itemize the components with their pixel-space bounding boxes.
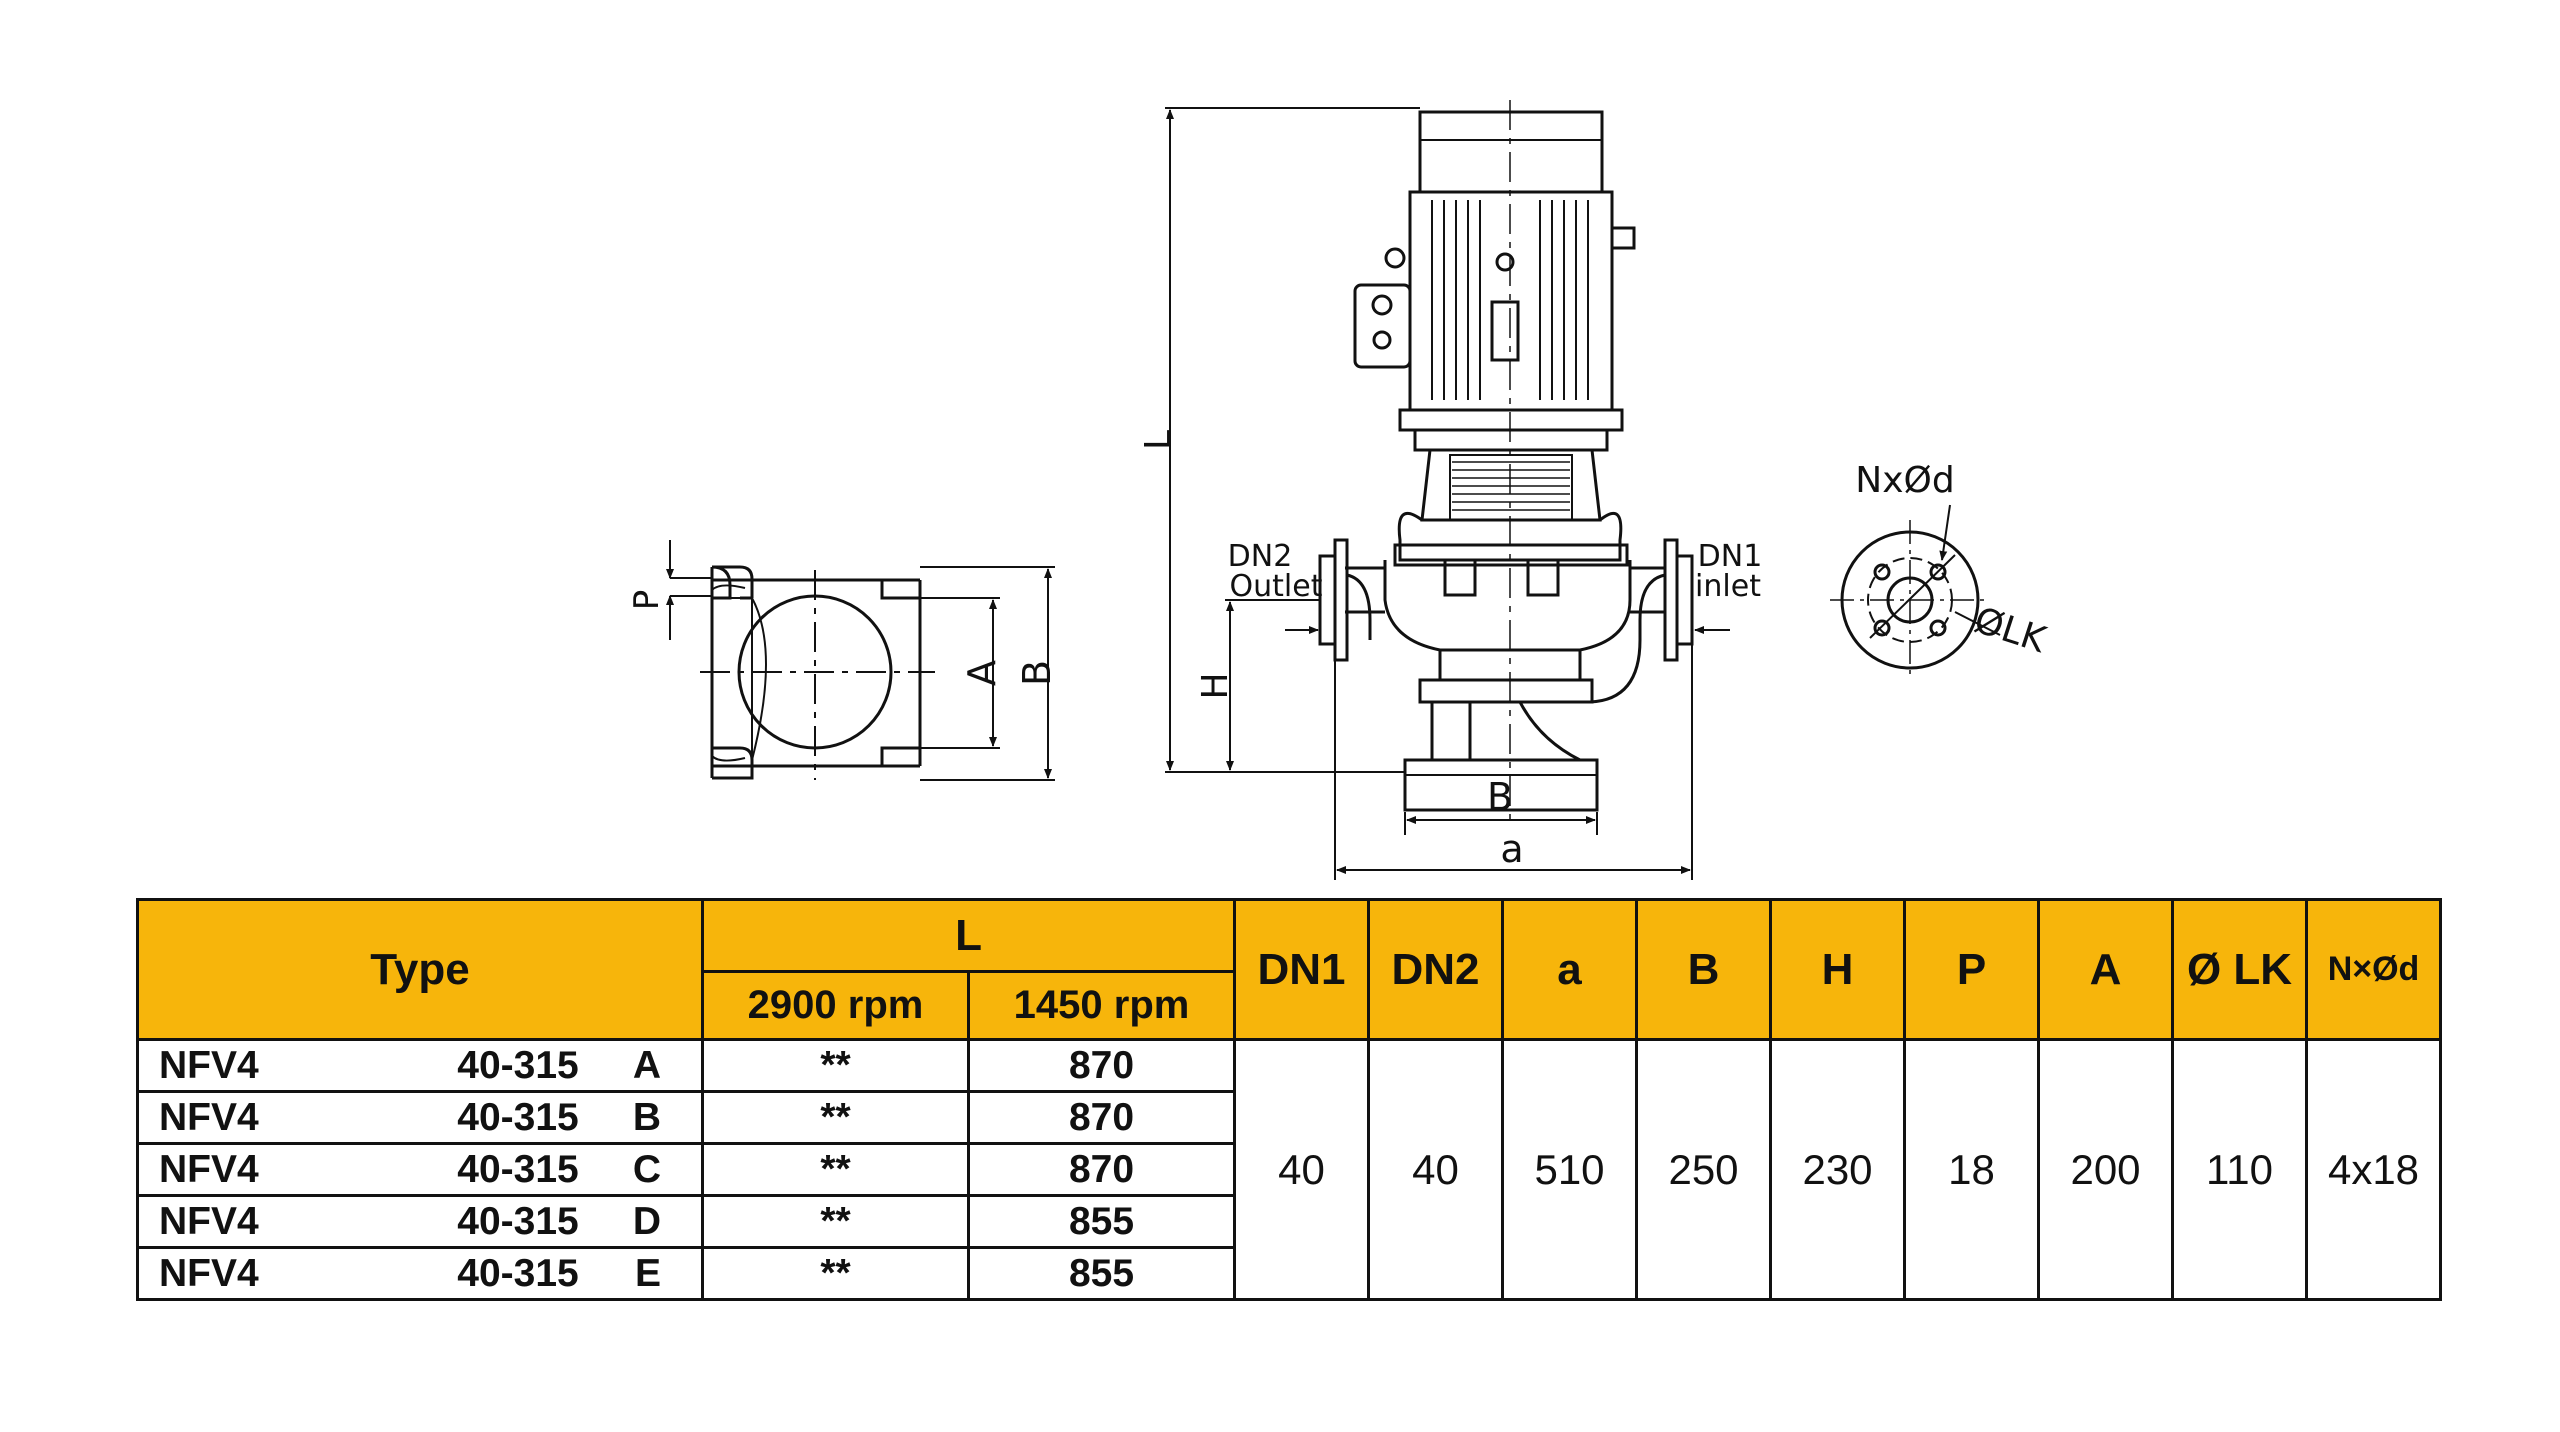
- l-1450: 855: [966, 1194, 1237, 1249]
- b-value: 250: [1635, 1038, 1773, 1301]
- type-cell: NFV4 40-315 C: [136, 1142, 704, 1197]
- dn1-value: 40: [1233, 1038, 1371, 1301]
- header-a: a: [1501, 898, 1639, 1041]
- label-dn2: DN2: [1228, 539, 1293, 574]
- l-1450: 870: [966, 1038, 1237, 1093]
- type-cell: NFV4 40-315 E: [136, 1246, 704, 1301]
- variant: B: [632, 1095, 661, 1139]
- variant: E: [634, 1251, 661, 1295]
- label-outlet: Outlet: [1230, 569, 1323, 604]
- l-1450: 855: [966, 1246, 1237, 1301]
- p-value: 18: [1903, 1038, 2041, 1301]
- label-h: H: [1195, 672, 1236, 699]
- a-value: 510: [1501, 1038, 1639, 1301]
- pump-side-view: [1165, 100, 1730, 880]
- header-dn1: DN1: [1233, 898, 1371, 1041]
- flange-view: [1830, 504, 2001, 680]
- header-type: Type: [136, 898, 704, 1041]
- label-l: L: [1138, 430, 1179, 450]
- variant: A: [632, 1043, 661, 1087]
- variant: D: [632, 1199, 661, 1243]
- model: 40-315: [457, 1043, 579, 1087]
- label-lk: ØLK: [1969, 600, 2051, 662]
- header-nxd: N×Ød: [2305, 898, 2443, 1041]
- header-b: B: [1635, 898, 1773, 1041]
- l-1450: 870: [966, 1142, 1237, 1197]
- l-2900: **: [701, 1194, 970, 1249]
- h-value: 230: [1769, 1038, 1907, 1301]
- l-2900: **: [701, 1246, 970, 1301]
- model: 40-315: [457, 1095, 579, 1139]
- series: NFV4: [159, 1199, 259, 1243]
- nxd-value: 4x18: [2305, 1038, 2443, 1301]
- label-nxd: NxØd: [1855, 460, 1954, 501]
- label-a-top: A: [960, 660, 1004, 686]
- series: NFV4: [159, 1043, 259, 1087]
- l-2900: **: [701, 1142, 970, 1197]
- table-row: NFV4 40-315 E ** 855: [136, 1246, 2441, 1301]
- l-2900: **: [701, 1038, 970, 1093]
- dn2-value: 40: [1367, 1038, 1505, 1301]
- label-dn1: DN1: [1698, 539, 1763, 574]
- label-p: P: [627, 590, 667, 611]
- label-inlet: inlet: [1695, 569, 1761, 604]
- l-1450: 870: [966, 1090, 1237, 1145]
- label-b-side: B: [1487, 775, 1513, 819]
- technical-drawing: P A B: [627, 100, 2052, 880]
- model: 40-315: [457, 1199, 579, 1243]
- header-p: P: [1903, 898, 2041, 1041]
- label-a-side: a: [1500, 827, 1523, 871]
- header-1450rpm: 1450 rpm: [966, 970, 1237, 1041]
- series: NFV4: [159, 1147, 259, 1191]
- lk-value: 110: [2171, 1038, 2309, 1301]
- model: 40-315: [457, 1147, 579, 1191]
- table-row: NFV4 40-315 D ** 855: [136, 1194, 2441, 1249]
- header-l: L: [700, 898, 1237, 973]
- header-dn2: DN2: [1367, 898, 1505, 1041]
- table-row: NFV4 40-315 B ** 870: [136, 1090, 2441, 1145]
- type-cell: NFV4 40-315 D: [136, 1194, 704, 1249]
- variant: C: [632, 1147, 661, 1191]
- header-2900rpm: 2900 rpm: [701, 970, 970, 1041]
- type-cell: NFV4 40-315 B: [136, 1090, 704, 1145]
- label-b-top: B: [1015, 660, 1059, 686]
- table-row: NFV4 40-315 C ** 870: [136, 1142, 2441, 1197]
- series: NFV4: [159, 1251, 259, 1295]
- type-cell: NFV4 40-315 A: [136, 1038, 704, 1093]
- series: NFV4: [159, 1095, 259, 1139]
- header-A: A: [2037, 898, 2175, 1041]
- base-top-view: [666, 540, 1055, 781]
- model: 40-315: [457, 1251, 579, 1295]
- header-lk: Ø LK: [2171, 898, 2309, 1041]
- A-value: 200: [2037, 1038, 2175, 1301]
- header-h: H: [1769, 898, 1907, 1041]
- l-2900: **: [701, 1090, 970, 1145]
- dimensions-table: Type L DN1 DN2 a B H P A Ø LK N×Ød 2900 …: [136, 898, 2443, 1301]
